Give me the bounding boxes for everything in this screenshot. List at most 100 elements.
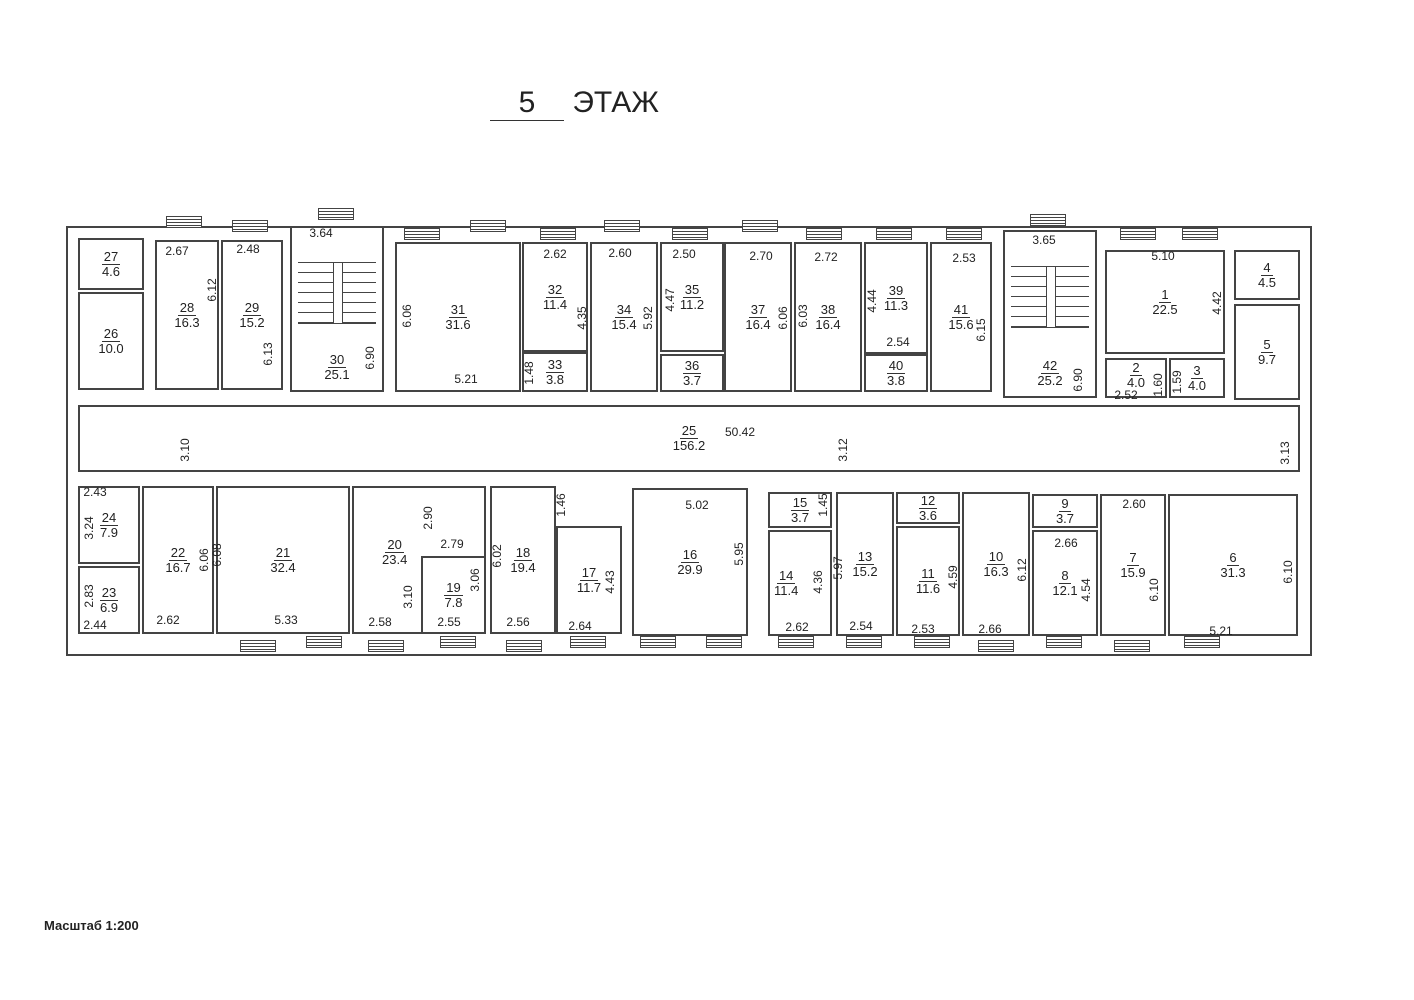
window-icon — [318, 208, 354, 220]
room-number: 29 — [242, 299, 262, 316]
dimension-label: 2.55 — [437, 615, 461, 629]
window-icon — [1182, 228, 1218, 240]
dimension-label: 2.54 — [886, 335, 910, 349]
room-area: 29.9 — [677, 561, 703, 577]
dimension-label: 4.43 — [603, 570, 617, 594]
dimension-label: 2.56 — [506, 615, 530, 629]
dimension-label: 4.44 — [865, 289, 879, 313]
window-icon — [240, 640, 276, 652]
room-area: 15.2 — [239, 314, 265, 330]
room-number: 7 — [1127, 549, 1139, 566]
room-number: 2 — [1130, 360, 1142, 376]
dimension-label: 5.92 — [641, 306, 655, 330]
dimension-label: 2.44 — [83, 618, 107, 632]
window-icon — [876, 228, 912, 240]
dimension-label: 2.72 — [814, 250, 838, 264]
room-number: 5 — [1261, 336, 1273, 353]
window-icon — [640, 636, 676, 648]
stairs-icon — [298, 262, 376, 324]
room-area: 16.3 — [983, 563, 1009, 579]
window-icon — [368, 640, 404, 652]
room-area: 16.7 — [165, 559, 191, 575]
room-area: 15.2 — [852, 563, 878, 579]
dimension-label: 3.10 — [401, 585, 415, 609]
room-area: 10.0 — [98, 340, 124, 356]
room-number: 17 — [579, 564, 599, 581]
scale-label: Масштаб 1:200 — [44, 918, 139, 933]
room-number: 19 — [444, 579, 463, 596]
room-area: 4.6 — [101, 263, 121, 279]
window-icon — [914, 636, 950, 648]
dimension-label: 6.10 — [1281, 560, 1295, 584]
dimension-label: 6.90 — [1071, 368, 1085, 392]
window-icon — [672, 228, 708, 240]
window-icon — [440, 636, 476, 648]
room-area: 6.9 — [99, 599, 119, 615]
room-area: 15.6 — [948, 316, 974, 332]
room-number: 35 — [682, 281, 702, 298]
room-area: 23.4 — [382, 552, 408, 567]
room-area: 15.9 — [1120, 564, 1146, 580]
room-area: 31.6 — [445, 316, 471, 332]
window-icon — [706, 636, 742, 648]
room-area: 3.7 — [682, 372, 702, 388]
dimension-label: 2.43 — [83, 485, 107, 499]
dimension-label: 5.21 — [454, 372, 478, 386]
dimension-label: 2.62 — [543, 247, 567, 261]
stairs-icon — [1011, 266, 1089, 328]
room-area: 7.9 — [99, 524, 119, 540]
room-number: 21 — [273, 544, 293, 561]
dimension-label: 2.62 — [785, 620, 809, 634]
dimension-label: 4.35 — [575, 306, 589, 330]
room-number: 6 — [1227, 549, 1239, 566]
dimension-label: 6.06 — [776, 306, 790, 330]
dimension-label: 2.60 — [1122, 497, 1146, 511]
dimension-label: 3.65 — [1032, 233, 1056, 247]
room-number: 37 — [748, 301, 768, 318]
dimension-label: 6.06 — [197, 548, 211, 572]
room-area: 3.7 — [790, 509, 810, 525]
floor-word: ЭТАЖ — [572, 86, 659, 119]
room-number: 30 — [327, 352, 347, 368]
dimension-label: 4.47 — [663, 288, 677, 312]
dimension-label: 6.12 — [205, 278, 219, 302]
dimension-label: 6.12 — [1015, 558, 1029, 582]
dimension-label: 1.59 — [1170, 370, 1184, 394]
room-number: 25 — [679, 423, 699, 439]
window-icon — [1046, 636, 1082, 648]
dimension-label: 4.42 — [1210, 291, 1224, 315]
dimension-label: 1.46 — [554, 493, 568, 517]
